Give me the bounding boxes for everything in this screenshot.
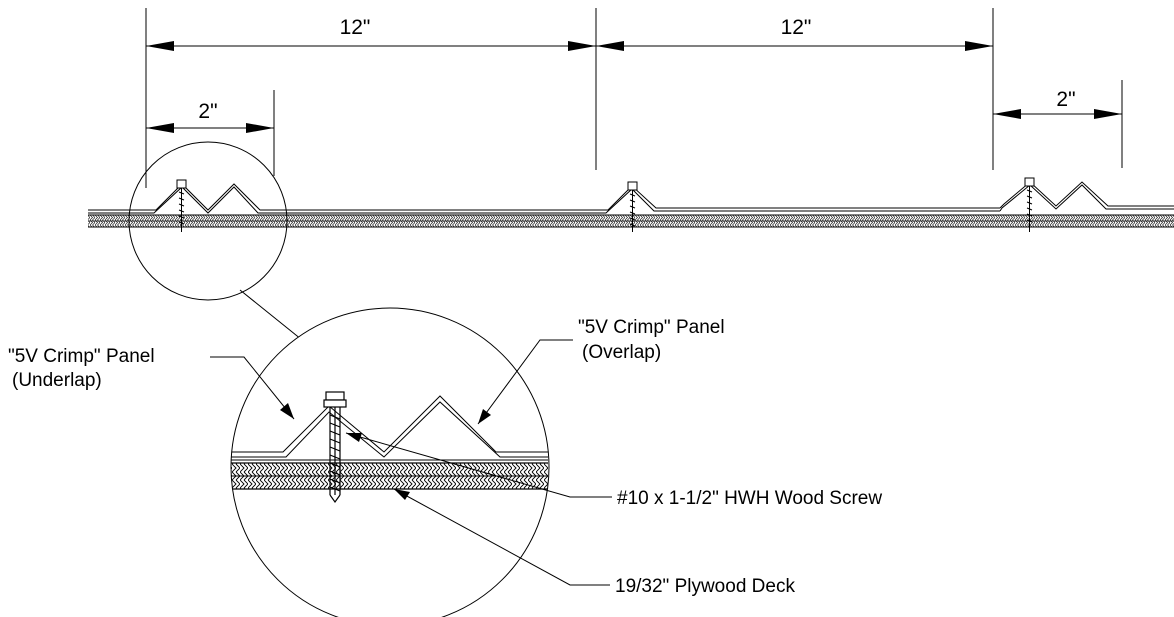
dim-label-span-right: 12" xyxy=(781,16,812,39)
callout-labels: "5V Crimp" Panel (Underlap) "5V Crimp" P… xyxy=(8,317,882,597)
label-underlap-line1: "5V Crimp" Panel xyxy=(8,346,155,367)
arrowhead xyxy=(993,109,1021,119)
arrowhead xyxy=(568,41,596,51)
screw-elevation-left xyxy=(176,179,187,232)
arrowhead xyxy=(146,41,174,51)
label-screw: #10 x 1-1/2" HWH Wood Screw xyxy=(617,488,882,509)
metal-panel-detail xyxy=(231,395,548,461)
detail-reference-circle xyxy=(128,141,288,301)
label-underlap-line2: (Underlap) xyxy=(12,370,102,391)
arrowhead xyxy=(596,41,624,51)
leader-underlap xyxy=(210,356,295,420)
plywood-deck-detail xyxy=(231,462,548,490)
arrowhead xyxy=(394,489,410,500)
elevation-view xyxy=(88,177,1174,232)
arrowhead xyxy=(280,403,294,419)
wood-screw-detail xyxy=(323,391,347,504)
dim-label-span-left: 12" xyxy=(340,16,371,39)
dimension-labels: 12" 12" 2" 2" xyxy=(198,16,1075,123)
leader-deck xyxy=(393,488,610,586)
arrowhead xyxy=(246,123,274,133)
arrowhead xyxy=(146,123,174,133)
arrowhead xyxy=(346,433,362,442)
leader-overlap xyxy=(477,339,573,425)
label-overlap-line2: (Overlap) xyxy=(582,342,661,363)
dimension-arrowheads xyxy=(146,41,1122,133)
dim-label-overlap-right: 2" xyxy=(1056,88,1075,111)
arrowhead xyxy=(965,41,993,51)
leader-screw xyxy=(345,432,612,498)
label-deck: 19/32" Plywood Deck xyxy=(615,576,795,597)
plywood-deck-elevation xyxy=(88,214,1174,228)
dim-label-overlap-left: 2" xyxy=(198,100,217,123)
enlarged-detail xyxy=(230,307,550,617)
callout-arrowheads xyxy=(280,403,491,500)
arrowhead xyxy=(478,409,491,424)
screw-elevation-center xyxy=(627,181,638,232)
dimension-lines xyxy=(145,8,1123,188)
callout-leaders xyxy=(210,339,612,586)
arrowhead xyxy=(1094,109,1122,119)
screw-elevation-right xyxy=(1024,177,1035,232)
label-overlap-line1: "5V Crimp" Panel xyxy=(578,317,725,338)
